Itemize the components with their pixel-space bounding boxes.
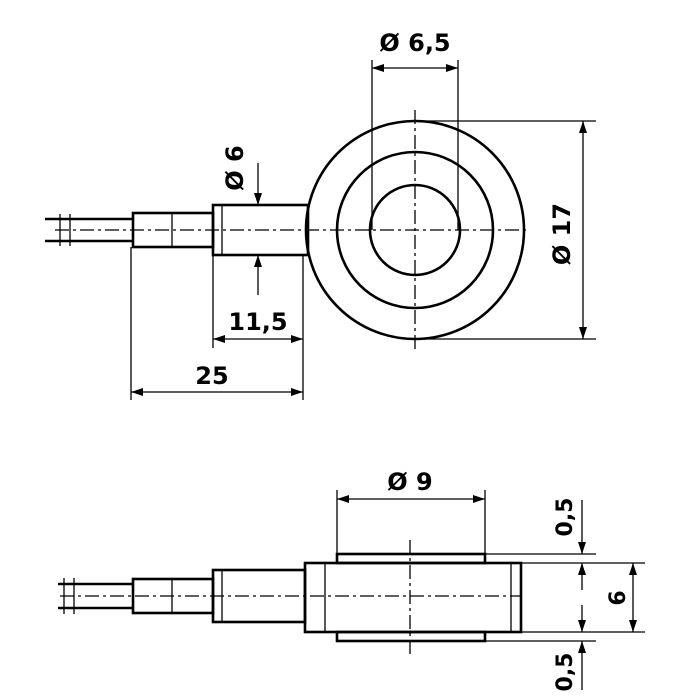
overall-length-label: 25 [195, 362, 228, 390]
shaft-diameter-dimension: Ø 6 [221, 145, 262, 295]
boss-diameter-label: Ø 9 [387, 468, 432, 496]
side-body [303, 561, 523, 634]
shaft-diameter-label: Ø 6 [221, 145, 249, 190]
top-view: Ø 6,5 Ø 17 Ø 6 11,5 25 [45, 29, 596, 400]
height-dimension: 6 [606, 563, 637, 632]
top-boss [335, 552, 487, 565]
bottom-step-dimension: 0,5 [553, 605, 586, 692]
bore-diameter-dimension: Ø 6,5 [371, 29, 459, 230]
boss-diameter-dimension: Ø 9 [336, 468, 486, 554]
bottom-boss [335, 630, 487, 643]
bore-diameter-label: Ø 6,5 [379, 29, 450, 57]
shaft-length-dimension: 11,5 [212, 255, 304, 400]
top-step-dimension: 0,5 [553, 498, 586, 590]
bottom-step-label: 0,5 [553, 653, 578, 692]
shaft-length-label: 11,5 [228, 308, 287, 336]
side-view: Ø 9 0,5 6 0,5 [58, 468, 645, 691]
top-step-label: 0,5 [553, 498, 578, 537]
overall-length-dimension: 25 [130, 247, 303, 400]
outer-diameter-dimension: Ø 17 [415, 120, 596, 340]
outer-diameter-label: Ø 17 [548, 203, 576, 265]
height-label: 6 [606, 590, 631, 605]
